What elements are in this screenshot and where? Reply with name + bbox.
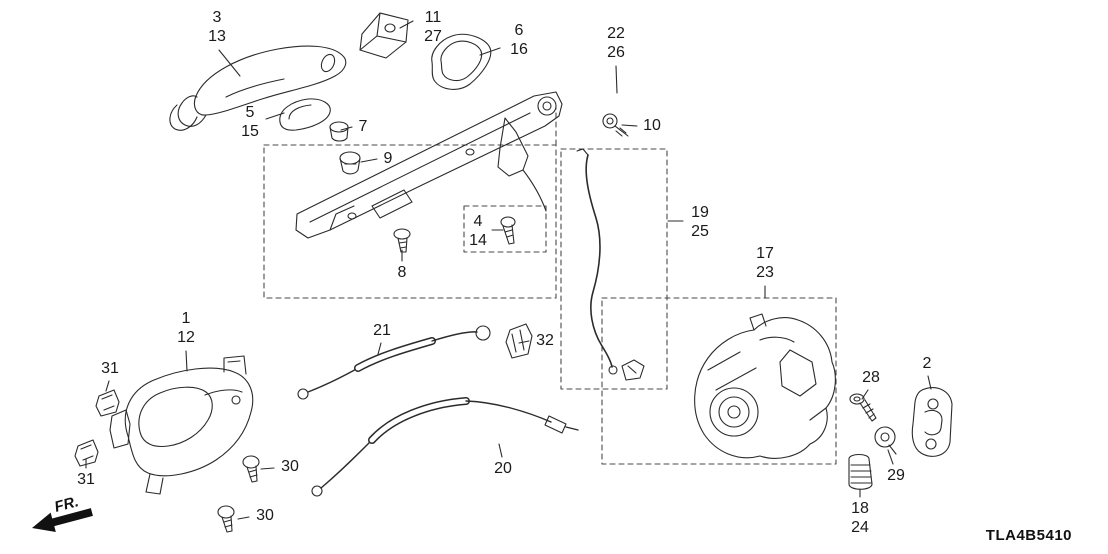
grommet-9-drawing <box>339 151 361 175</box>
handle-cover-drawing <box>279 98 331 131</box>
cable-20-drawing <box>311 397 579 497</box>
callout-30-lower[interactable]: 30 <box>243 506 287 525</box>
callout-line: 11 <box>424 9 442 26</box>
callout-line: 1 <box>181 310 191 327</box>
callout-29[interactable]: 29 <box>874 466 918 485</box>
bolt-29-drawing <box>874 426 897 455</box>
callout-2[interactable]: 2 <box>905 354 949 373</box>
dashed-box-rod-19-25 <box>560 148 668 390</box>
callout-line: 3 <box>212 9 222 26</box>
handle-gasket-drawing <box>431 33 492 90</box>
callout-9[interactable]: 9 <box>366 149 410 168</box>
screw-4-14-drawing <box>500 216 516 245</box>
callout-line: 30 <box>256 507 274 524</box>
lock-rod-drawing <box>576 148 618 375</box>
callout-line: 31 <box>101 360 119 377</box>
screw-30-lower-drawing <box>217 505 235 533</box>
callout-5-15[interactable]: 5 15 <box>228 103 272 141</box>
handle-base-assembly-drawing <box>295 91 563 239</box>
callout-32[interactable]: 32 <box>523 331 567 350</box>
latch-assembly-drawing <box>694 313 836 459</box>
bolt-10-drawing <box>602 113 629 137</box>
callout-7[interactable]: 7 <box>341 117 385 136</box>
callout-line: 16 <box>510 41 528 58</box>
callout-31-lower[interactable]: 31 <box>64 470 108 489</box>
callout-line: 24 <box>851 519 869 536</box>
callout-line: 9 <box>383 150 393 167</box>
cap-18-24-drawing <box>848 453 873 490</box>
callout-line: 4 <box>473 213 483 230</box>
callout-31-upper[interactable]: 31 <box>88 359 132 378</box>
callout-line: 18 <box>851 500 869 517</box>
callout-line: 2 <box>922 355 932 372</box>
callout-19-25[interactable]: 19 25 <box>678 203 722 241</box>
striker-drawing <box>911 387 953 457</box>
callout-line: 32 <box>536 332 554 349</box>
bolt-28-drawing <box>849 393 877 422</box>
callout-line: 25 <box>691 223 709 240</box>
callout-line: 12 <box>177 329 195 346</box>
callout-28[interactable]: 28 <box>849 368 893 387</box>
callout-line: 26 <box>607 44 625 61</box>
callout-line: 28 <box>862 369 880 386</box>
callout-21[interactable]: 21 <box>360 321 404 340</box>
callout-line: 15 <box>241 123 259 140</box>
callout-line: 22 <box>607 25 625 42</box>
callout-line: 21 <box>373 322 391 339</box>
callout-20[interactable]: 20 <box>481 459 525 478</box>
callout-30-upper[interactable]: 30 <box>268 457 312 476</box>
callout-6-16[interactable]: 6 16 <box>497 21 541 59</box>
grommet-7-drawing <box>329 121 349 142</box>
callout-3-13[interactable]: 3 13 <box>195 8 239 46</box>
callout-11-27[interactable]: 11 27 <box>411 8 455 46</box>
callout-line: 27 <box>424 28 442 45</box>
handle-bracket-drawing <box>359 12 409 59</box>
diagram-code: TLA4B5410 <box>985 527 1072 544</box>
cable-21-drawing <box>297 325 491 400</box>
rod-clip-drawing <box>621 359 645 381</box>
callout-line: 5 <box>245 104 255 121</box>
clip-31-upper-drawing <box>95 389 120 417</box>
callout-line: 7 <box>358 118 368 135</box>
callout-line: 14 <box>469 232 487 249</box>
dashed-box-outer-handle-base <box>263 107 557 299</box>
clip-31-lower-drawing <box>74 439 99 467</box>
callout-line: 8 <box>397 264 407 281</box>
outer-handle-drawing <box>169 45 347 131</box>
callout-4-14[interactable]: 4 14 <box>456 212 500 250</box>
callout-18-24[interactable]: 18 24 <box>838 499 882 537</box>
callout-line: 13 <box>208 28 226 45</box>
callout-line: 20 <box>494 460 512 477</box>
callout-22-26[interactable]: 22 26 <box>594 24 638 62</box>
screw-30-upper-drawing <box>242 455 260 483</box>
dashed-box-screw-4-14 <box>463 205 547 253</box>
callout-line: 29 <box>887 467 905 484</box>
screw-8-drawing <box>393 228 411 253</box>
cable-clip-32-drawing <box>505 323 533 359</box>
callout-8[interactable]: 8 <box>380 263 424 282</box>
callout-line: 23 <box>756 264 774 281</box>
interior-handle-drawing <box>109 355 254 495</box>
fr-label: FR. <box>53 493 81 516</box>
callout-10[interactable]: 10 <box>630 116 674 135</box>
dashed-box-latch-17-23 <box>601 297 837 465</box>
callout-1-12[interactable]: 1 12 <box>164 309 208 347</box>
callout-line: 10 <box>643 117 661 134</box>
callout-line: 19 <box>691 204 709 221</box>
callout-17-23[interactable]: 17 23 <box>743 244 787 282</box>
callout-line: 30 <box>281 458 299 475</box>
callout-line: 31 <box>77 471 95 488</box>
fr-direction-arrow-icon <box>32 508 93 532</box>
callout-line: 6 <box>514 22 524 39</box>
leader-lines <box>85 20 932 520</box>
callout-line: 17 <box>756 245 774 262</box>
